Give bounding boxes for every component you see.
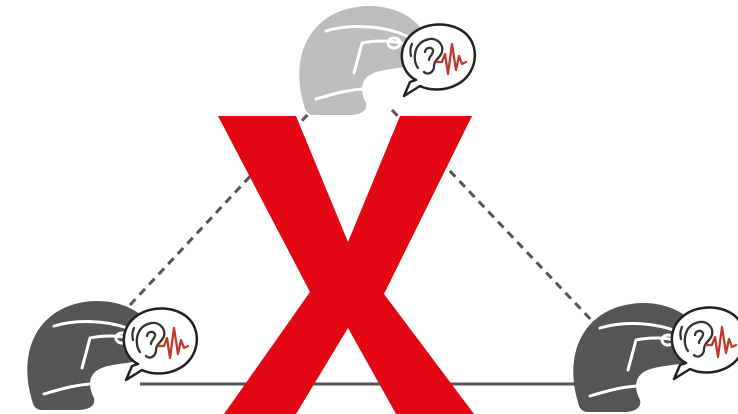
ear-audio-icon-right (672, 307, 738, 379)
ear-audio-icon-left (124, 308, 197, 380)
ear-audio-icon-top (402, 24, 475, 96)
cross-icon (218, 116, 474, 414)
